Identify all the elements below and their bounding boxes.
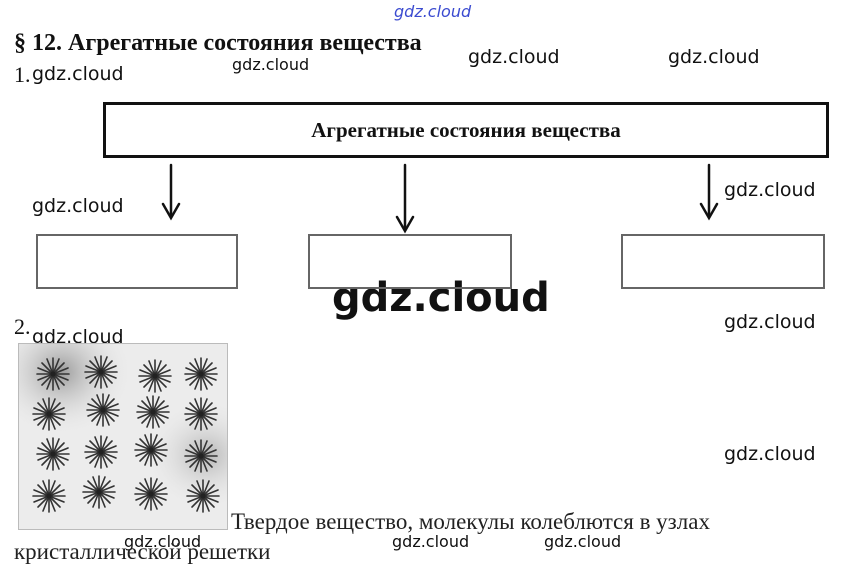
arrow-down-icon	[161, 163, 181, 221]
watermark: gdz.cloud	[668, 46, 760, 68]
crystal-lattice-image	[18, 343, 228, 530]
answer-box-1	[36, 234, 238, 289]
arrow-down-icon	[699, 163, 719, 221]
section-heading: § 12. Агрегатные состояния вещества	[14, 30, 422, 56]
answer-box-2	[308, 234, 512, 289]
watermark: gdz.cloud	[32, 63, 124, 85]
answer-box-3	[621, 234, 825, 289]
watermark: gdz.cloud	[332, 275, 550, 321]
watermark: gdz.cloud	[32, 326, 124, 348]
task-2-number: 2.	[14, 314, 31, 339]
watermark: gdz.cloud	[724, 443, 816, 465]
caption-line-1: Твердое вещество, молекулы колеблются в …	[231, 509, 710, 534]
watermark: gdz.cloud	[724, 311, 816, 333]
watermark: gdz.cloud	[232, 55, 310, 74]
arrow-down-icon	[395, 163, 415, 234]
watermark: gdz.cloud	[468, 46, 560, 68]
watermark: gdz.cloud	[124, 532, 202, 551]
watermark: gdz.cloud	[392, 532, 470, 551]
main-concept-label: Агрегатные состояния вещества	[311, 117, 621, 142]
watermark: gdz.cloud	[544, 532, 622, 551]
watermark: gdz.cloud	[394, 2, 472, 21]
watermark: gdz.cloud	[724, 179, 816, 201]
task-1-number: 1.	[14, 62, 31, 87]
caption-line-2: кристаллической решетки	[14, 539, 271, 564]
main-concept-box: Агрегатные состояния вещества	[103, 102, 829, 158]
watermark: gdz.cloud	[32, 195, 124, 217]
